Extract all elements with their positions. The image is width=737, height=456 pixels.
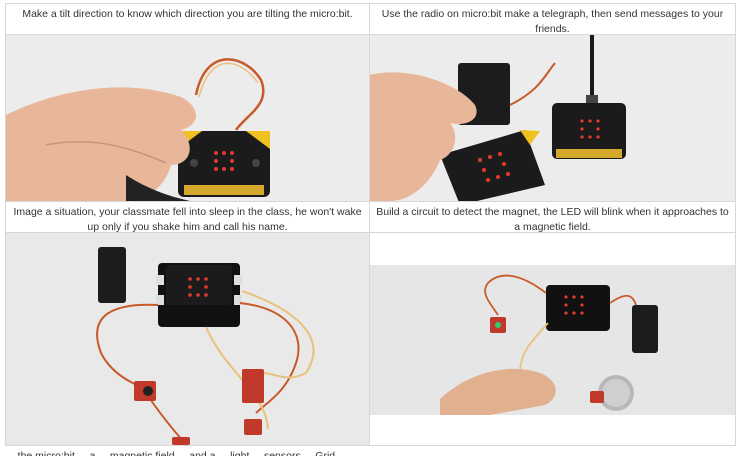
cell-tilt-caption: Make a tilt direction to know which dire… — [5, 3, 370, 35]
photo-tilt — [6, 35, 369, 201]
cell-wake-photo — [5, 232, 370, 446]
photo-magnet — [370, 233, 735, 445]
cell-magnet-caption: Build a circuit to detect the magnet, th… — [369, 201, 736, 233]
cell-telegraph-caption: Use the radio on micro:bit make a telegr… — [369, 3, 736, 35]
photo-wake-up — [6, 233, 369, 445]
cell-wake-caption: Image a situation, your classmate fell i… — [5, 201, 370, 233]
cell-telegraph-photo — [369, 34, 736, 202]
cell-magnet-photo — [369, 232, 736, 446]
cell-tilt-photo — [5, 34, 370, 202]
caption-tilt: Make a tilt direction to know which dire… — [22, 8, 353, 20]
footer-text-cutoff: ... the micro:bit ... a ... magnetic fie… — [6, 450, 347, 456]
caption-wake-up: Image a situation, your classmate fell i… — [13, 206, 362, 233]
project-grid: Make a tilt direction to know which dire… — [5, 3, 736, 446]
photo-telegraph — [370, 35, 735, 201]
caption-telegraph: Use the radio on micro:bit make a telegr… — [381, 8, 724, 35]
caption-magnet: Build a circuit to detect the magnet, th… — [376, 206, 729, 233]
